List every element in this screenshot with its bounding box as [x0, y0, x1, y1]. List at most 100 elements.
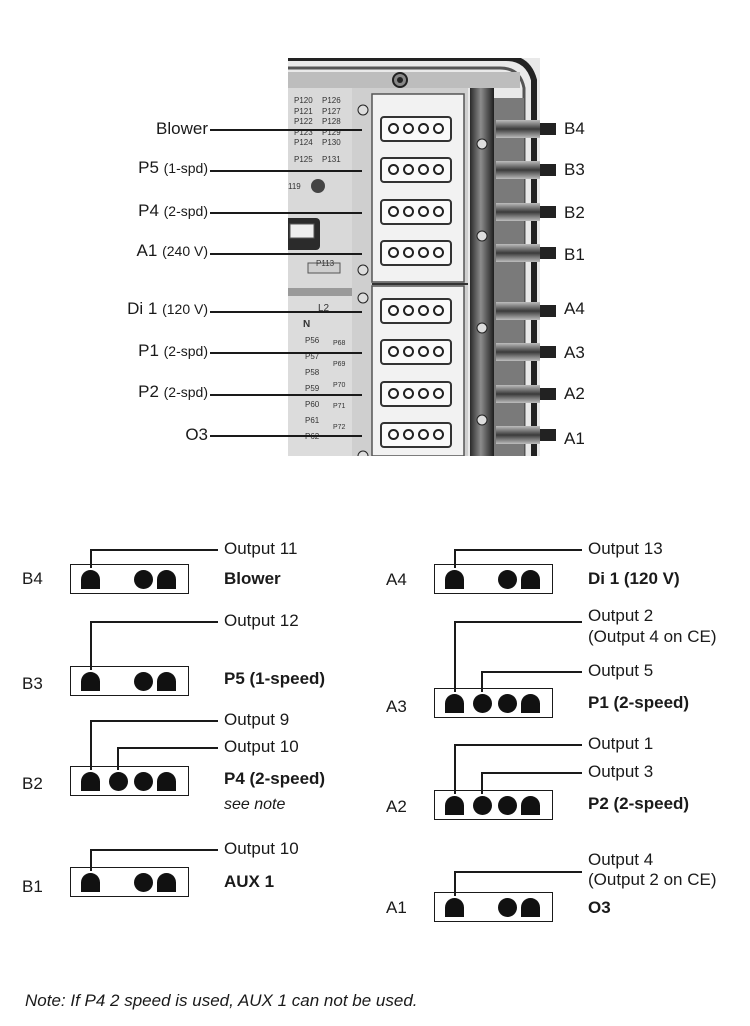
plug-pin	[433, 247, 444, 258]
plug-pin	[403, 305, 414, 316]
photo-label-blower: Blower	[156, 119, 208, 138]
board-label: P130	[322, 138, 341, 147]
plug-pin	[418, 305, 429, 316]
leader-line	[117, 747, 218, 749]
photo-label-a1-sub: (240 V)	[162, 243, 208, 259]
board-label: P59	[305, 384, 320, 393]
leader-line	[454, 744, 456, 794]
photo-label-o3: O3	[185, 425, 208, 444]
board-label: P71	[333, 403, 346, 410]
terminal-stub	[496, 120, 540, 138]
connector-box	[434, 688, 553, 718]
leader-line	[90, 720, 218, 722]
pin-round	[134, 672, 153, 691]
terminal-pin	[540, 346, 556, 358]
pin-dome	[445, 570, 464, 589]
leader-line	[481, 772, 582, 774]
output-label: Output 4	[588, 850, 654, 869]
board-pin-labels-left-top: P120 P121 P122 P123 P124 P125	[294, 96, 313, 165]
photo-label-b3: B3	[564, 160, 585, 179]
photo-label-a1-main: A1	[136, 241, 158, 260]
pin-round	[134, 570, 153, 589]
output-label: Output 3	[588, 762, 654, 781]
connector-name: AUX 1	[224, 872, 275, 891]
plug-pin	[388, 429, 399, 440]
output-label: Output 9	[224, 710, 290, 729]
connector-box	[434, 892, 553, 922]
board-label: P120	[294, 96, 313, 105]
pin-dome	[81, 672, 100, 691]
leader-line	[90, 549, 218, 551]
connector-name: P4 (2-speed)	[224, 769, 326, 788]
plug-pin	[403, 429, 414, 440]
board-label: P57	[305, 352, 320, 361]
plug-pin	[388, 164, 399, 175]
board-label: P58	[305, 368, 320, 377]
pin-dome	[445, 796, 464, 815]
board-label: P113	[316, 259, 335, 268]
leader-line	[454, 621, 582, 623]
board-pin-labels-right-top: P126 P127 P128 P129 P130 P131	[322, 96, 341, 165]
board-label: P56	[305, 336, 320, 345]
leader-line	[90, 720, 92, 770]
relay-plug	[380, 116, 452, 142]
photo-label-a3: A3	[564, 343, 585, 362]
connector-name: P1 (2-speed)	[588, 693, 690, 712]
board-pin-labels-n: P56 P57 P58 P59 P60 P61 P62	[305, 333, 319, 445]
board-label: P60	[305, 400, 320, 409]
see-note-text: see note	[224, 796, 286, 813]
photo-label-p4-sub: (2-spd)	[163, 203, 208, 219]
plug-pin	[388, 123, 399, 134]
terminal-stub	[496, 203, 540, 221]
leader-line	[454, 744, 582, 746]
plug-pin	[388, 206, 399, 217]
photo-label-p1: P1 (2-spd)	[138, 341, 208, 361]
pin-round	[498, 694, 517, 713]
plug-pin	[418, 123, 429, 134]
board-label: P68	[333, 340, 346, 347]
leader-line	[454, 621, 456, 692]
photo-label-b1: B1	[564, 245, 585, 264]
connector-box	[434, 564, 553, 594]
connector-name: O3	[588, 898, 611, 917]
leader-line	[481, 772, 483, 794]
board-label: P61	[305, 416, 320, 425]
plug-pin	[418, 429, 429, 440]
plug-pin	[388, 346, 399, 357]
pin-dome	[81, 772, 100, 791]
terminal-pin	[540, 429, 556, 441]
pin-dome	[521, 796, 540, 815]
terminal-stub	[496, 302, 540, 320]
output-label: Output 13	[588, 539, 663, 558]
output-label: Output 12	[224, 611, 299, 630]
leader-line	[481, 671, 483, 692]
output-label: Output 5	[588, 661, 654, 680]
photo-label-p5-sub: (1-spd)	[163, 160, 208, 176]
terminal-stub	[496, 244, 540, 262]
pin-round	[134, 772, 153, 791]
leader-line	[210, 435, 362, 437]
leader-line	[210, 311, 362, 313]
pin-round	[473, 796, 492, 815]
terminal-stub	[496, 161, 540, 179]
relay-plug	[380, 298, 452, 324]
output-label: Output 2	[588, 606, 654, 625]
photo-label-p4-main: P4	[138, 201, 159, 220]
output-label: Output 10	[224, 839, 299, 858]
board-label: P129	[322, 127, 341, 137]
photo-label-a2: A2	[564, 384, 585, 403]
plug-pin	[403, 206, 414, 217]
leader-line	[454, 871, 456, 896]
pin-round	[498, 796, 517, 815]
pin-dome	[81, 570, 100, 589]
connector-box	[70, 766, 189, 796]
board-label: P126	[322, 96, 341, 105]
relay-plug	[380, 381, 452, 407]
connector-id: A1	[386, 898, 407, 917]
leader-line	[454, 871, 582, 873]
connector-box	[70, 867, 189, 897]
leader-line	[90, 621, 218, 623]
output-label: Output 10	[224, 737, 299, 756]
connector-id: A2	[386, 797, 407, 816]
board-label: P131	[322, 154, 341, 164]
